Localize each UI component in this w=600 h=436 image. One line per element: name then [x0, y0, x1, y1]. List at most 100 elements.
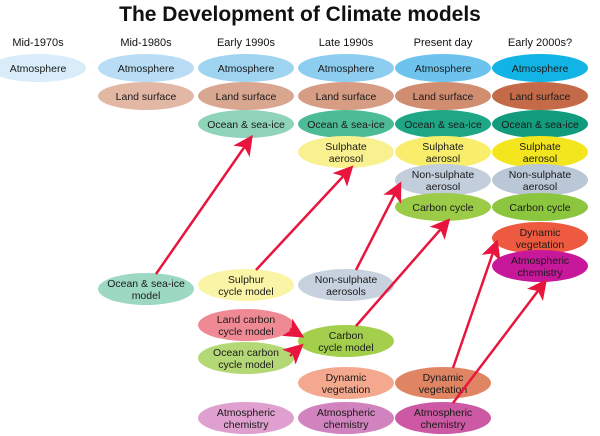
arrow-carbon-model-to-carbon-present [355, 218, 451, 327]
node-label: Atmospheric [317, 407, 375, 419]
node-ocean-late1990: Ocean & sea-ice [298, 110, 394, 138]
arrow-dynveg-present-to-dynveg-2000 [451, 239, 501, 369]
node-ellipse [492, 136, 588, 168]
node-ellipse [395, 402, 491, 434]
node-label: Land surface [116, 91, 177, 103]
node-atm-late1990: Atmosphere [298, 54, 394, 82]
node-atm-present: Atmosphere [395, 54, 491, 82]
node-label: vegetation [516, 239, 565, 251]
node-land-1980: Land surface [98, 82, 194, 110]
node-label: chemistry [421, 419, 467, 431]
node-ocean-present: Ocean & sea-ice [395, 110, 491, 138]
arrow-ocean-carbon-model-to-carbon-model [282, 343, 304, 365]
node-label: Land surface [216, 91, 277, 103]
node-ellipse [492, 54, 588, 82]
node-ellipse [395, 54, 491, 82]
node-label: Ocean & sea-ice [501, 119, 579, 131]
node-ellipse [395, 82, 491, 110]
node-ocean-2000: Ocean & sea-ice [492, 110, 588, 138]
node-atm-1990: Atmosphere [198, 54, 294, 82]
node-ellipse [395, 193, 491, 221]
node-label: Ocean & sea-ice [307, 119, 385, 131]
node-label: Atmosphere [512, 63, 569, 75]
node-atm-1980: Atmosphere [98, 54, 194, 82]
node-label: aerosol [523, 181, 557, 193]
node-label: Ocean & sea-ice [207, 119, 285, 131]
node-ellipse [492, 164, 588, 196]
node-ellipse [492, 193, 588, 221]
node-label: Atmosphere [318, 63, 375, 75]
node-label: Non-sulphate [315, 274, 378, 286]
node-label: Ocean & sea-ice [107, 278, 185, 290]
node-label: Sulphate [325, 141, 367, 153]
node-label: cycle model [318, 342, 373, 354]
node-ellipse [298, 54, 394, 82]
node-ellipse [198, 82, 294, 110]
node-ellipse [198, 110, 294, 138]
node-ellipse [298, 367, 394, 399]
column-header-late-1990s: Late 1990s [318, 37, 374, 49]
node-label: model [132, 290, 161, 302]
diagram-title: The Development of Climate models [119, 3, 481, 26]
node-label: aerosol [329, 153, 363, 165]
node-label: Non-sulphate [509, 169, 572, 181]
node-land-1990: Land surface [198, 82, 294, 110]
node-label: cycle model [218, 359, 273, 371]
node-ellipse [395, 164, 491, 196]
node-ocean-1990: Ocean & sea-ice [198, 110, 294, 138]
arrow-ocean-model-to-ocean-1990 [154, 134, 253, 275]
node-ellipse [98, 273, 194, 305]
node-label: Dynamic [423, 372, 464, 384]
node-ellipse [492, 250, 588, 282]
node-label: Land surface [316, 91, 377, 103]
node-label: Dynamic [520, 227, 561, 239]
node-ellipse [198, 309, 294, 341]
arrow-atmchem-present-to-atmchem-2000 [452, 279, 548, 404]
column-header-early-1990s: Early 1990s [216, 37, 276, 49]
node-label: aerosol [426, 181, 460, 193]
node-label: cycle model [218, 326, 273, 338]
column-header-mid-1980s: Mid-1980s [120, 37, 172, 49]
arrow-land-carbon-model-to-carbon-model [281, 318, 305, 338]
node-label: Sulphur [228, 274, 265, 286]
node-ellipse [98, 82, 194, 110]
node-ellipse [298, 82, 394, 110]
node-ellipse [198, 269, 294, 301]
node-label: Atmosphere [10, 63, 67, 75]
node-atm-1970: Atmosphere [0, 54, 86, 82]
arrow-sulphur-model-to-sulph-late1990 [255, 165, 354, 271]
node-ellipse [395, 110, 491, 138]
node-carbon-present: Carbon cycle [395, 193, 491, 221]
node-label: aerosol [426, 153, 460, 165]
node-label: Land surface [510, 91, 571, 103]
node-label: Carbon cycle [412, 202, 473, 214]
node-label: vegetation [322, 384, 371, 396]
node-ellipse [198, 342, 294, 374]
node-label: chemistry [224, 419, 270, 431]
arrow-nonsulph-aerosols-to-nonsulph-present [354, 181, 402, 271]
node-label: cycle model [218, 286, 273, 298]
node-label: Land carbon [217, 314, 276, 326]
node-ellipse [198, 402, 294, 434]
node-carbon-2000: Carbon cycle [492, 193, 588, 221]
node-ellipse [298, 110, 394, 138]
node-label: Ocean carbon [213, 347, 279, 359]
node-ellipse [395, 136, 491, 168]
node-label: aerosol [523, 153, 557, 165]
node-label: Atmospheric [511, 255, 569, 267]
node-label: Atmosphere [118, 63, 175, 75]
node-label: Sulphate [422, 141, 464, 153]
node-ellipse [298, 325, 394, 357]
node-ellipse [298, 136, 394, 168]
